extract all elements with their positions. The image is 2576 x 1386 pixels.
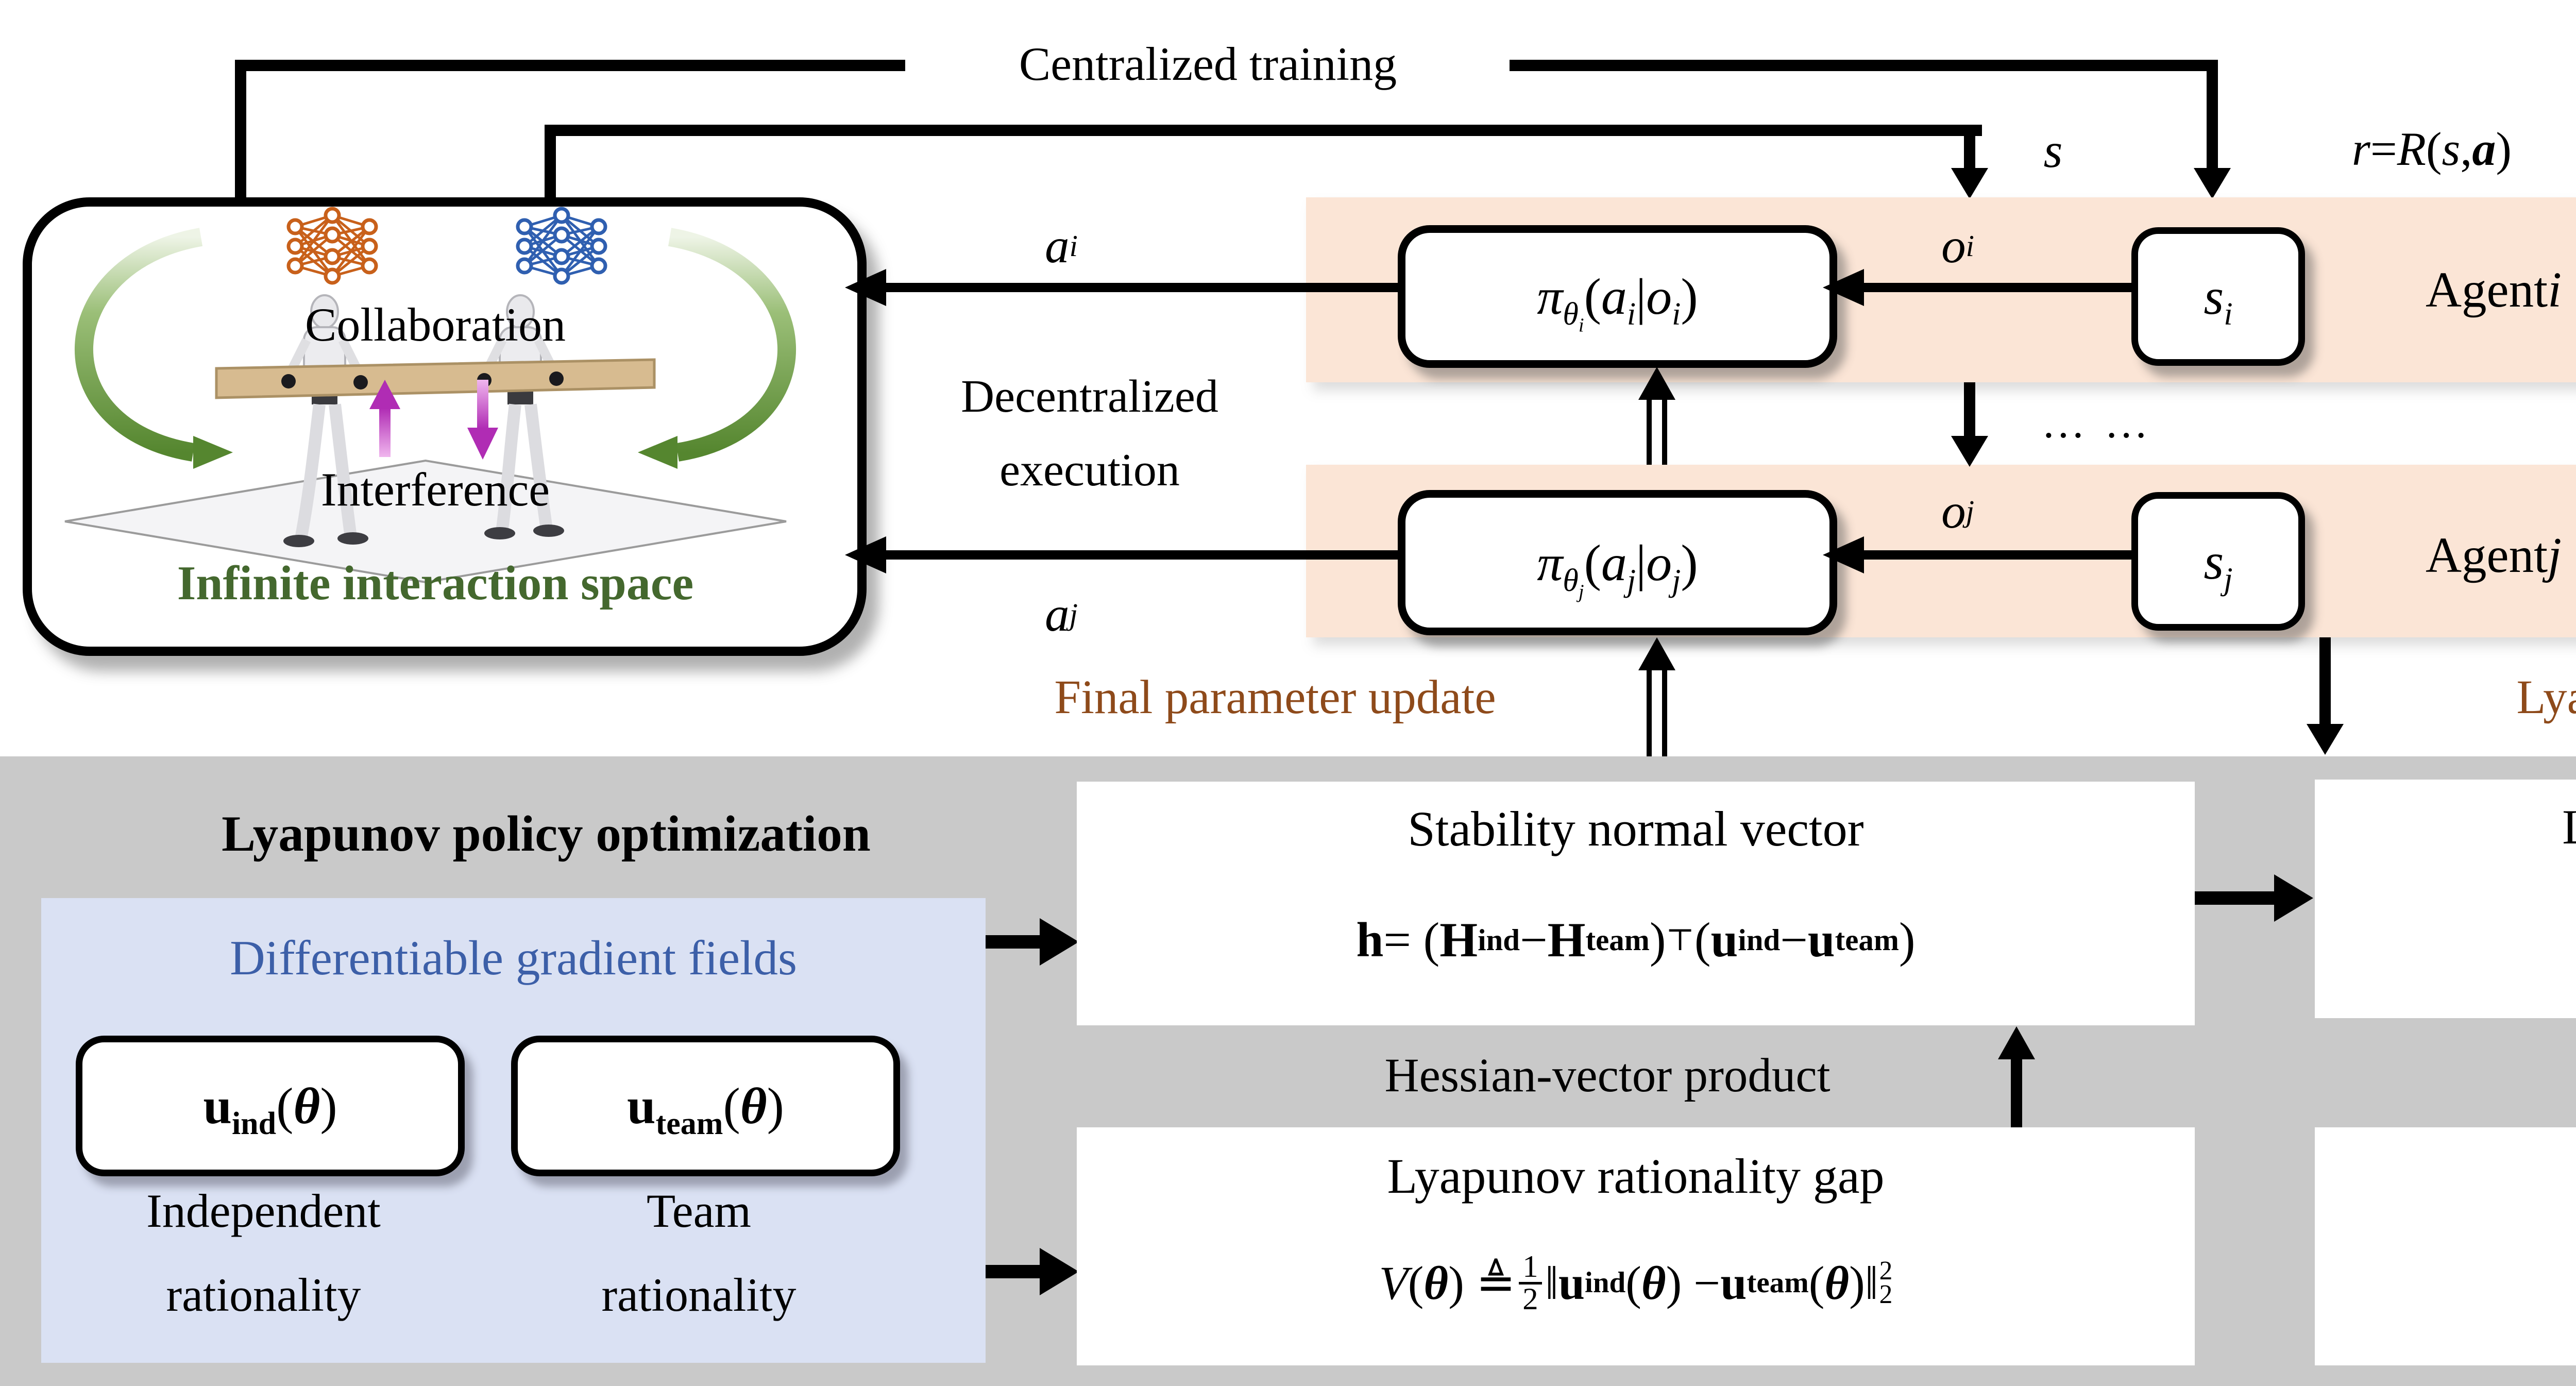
obs-j-arrowhead	[1823, 536, 1864, 573]
state-i-box: si	[2131, 227, 2305, 366]
nn-icon-blue	[516, 207, 607, 285]
team-caption-line1: Team	[646, 1184, 751, 1237]
u-ind-formula: uind(θ)	[203, 1077, 337, 1141]
update-arrow-mid-line-a	[1647, 396, 1652, 465]
state-pass-arrow-line	[1964, 382, 1975, 438]
green-cycle-right	[668, 228, 796, 462]
agent-j-label: Agent j	[2425, 527, 2562, 583]
to-bottom-arrow-line	[2319, 637, 2331, 726]
agents-dots-label: … …	[2041, 399, 2153, 448]
gap-to-stability-head	[1998, 1026, 2035, 1059]
independent-caption-line2: rationality	[166, 1268, 361, 1321]
fields-to-gap-head	[1040, 1248, 1079, 1295]
reward-arrowhead	[2194, 168, 2231, 199]
gap-title: Lyapunov rationality gap	[1387, 1148, 1885, 1204]
action-i-arrowhead	[845, 269, 886, 306]
wire-centralized-right	[1510, 60, 2218, 71]
independent-caption-line1: Independent	[146, 1184, 381, 1237]
gap-panel	[1077, 1127, 2195, 1365]
u-team-box: uteam(θ)	[511, 1036, 900, 1176]
fields-to-gap-line	[986, 1265, 1045, 1278]
lyapunov-policy-opt-label: Lyapunov policy optimization	[2516, 671, 2576, 724]
green-cycle-left-head	[193, 436, 233, 469]
policy-i-box: πθi(ai|oi)	[1398, 225, 1837, 368]
decentralized-label-line2: execution	[999, 444, 1180, 496]
infinite-interaction-space-label: Infinite interaction space	[177, 556, 694, 611]
state-pass-arrowhead	[1951, 436, 1988, 467]
stability-to-constrained-head	[2274, 874, 2313, 922]
stability-title: Stability normal vector	[1408, 801, 1864, 857]
robot-left-hand-a	[281, 374, 296, 388]
state-j-value: sj	[2204, 533, 2233, 597]
wire-state-drop	[1964, 125, 1975, 170]
collaboration-label: Collaboration	[305, 298, 566, 351]
state-arrowhead	[1951, 168, 1988, 199]
centralized-training-label: Centralized training	[1019, 38, 1397, 91]
u-ind-box: uind(θ)	[76, 1036, 465, 1176]
wire-state-left-drop	[545, 125, 556, 199]
u-team-formula: uteam(θ)	[627, 1077, 784, 1141]
update-arrow-mid-line-b	[1662, 396, 1667, 465]
obs-j-arrow-line	[1862, 550, 2131, 560]
policy-j-formula: πθj(aj|oj)	[1537, 534, 1698, 602]
wire-reward-drop	[2207, 60, 2218, 170]
bottom-panel-title: Lyapunov policy optimization	[222, 805, 871, 862]
policy-j-box: πθj(aj|oj)	[1398, 490, 1837, 635]
to-bottom-arrowhead	[2307, 724, 2344, 755]
state-j-box: sj	[2131, 492, 2305, 631]
update-arrow-mid-head	[1638, 367, 1675, 400]
robot-left-hand-b	[353, 375, 368, 390]
constrained-title: Lyapunov-constrained optimization	[2329, 798, 2576, 857]
wire-centralized-left	[241, 60, 905, 71]
stability-panel	[1077, 782, 2195, 1025]
policy-i-formula: πθi(ai|oi)	[1537, 268, 1698, 336]
agent-i-label: Agent i	[2425, 262, 2562, 317]
green-cycle-left	[74, 228, 203, 462]
interference-arrow-up	[369, 380, 400, 457]
constrained-formula: argmind∈ℝD 12‖d − uind(θ)‖22	[2339, 871, 2576, 994]
action-j-arrow-line	[882, 550, 1398, 560]
state-label: s	[2043, 123, 2063, 178]
green-cycle-right-head	[638, 436, 677, 469]
stability-to-constrained-line	[2195, 891, 2277, 905]
team-caption-line2: rationality	[601, 1268, 796, 1321]
fields-to-stability-head	[1040, 918, 1079, 966]
robot-right-hand-b	[549, 371, 564, 386]
action-j-arrowhead	[845, 536, 886, 573]
action-i-arrow-line	[882, 283, 1398, 292]
projection-panel	[2315, 1127, 2576, 1365]
obs-i-arrow-line	[1862, 283, 2131, 292]
interference-arrow-down	[467, 380, 498, 460]
reward-label: r = R(s, a)	[2352, 123, 2512, 176]
nn-icon-orange	[286, 207, 378, 285]
fields-to-stability-line	[986, 935, 1045, 949]
gap-to-stability-line	[2011, 1059, 2022, 1127]
hessian-vector-label: Hessian-vector product	[1384, 1049, 1831, 1102]
decentralized-label-line1: Decentralized	[961, 370, 1218, 422]
wire-left-drop	[235, 60, 246, 199]
gradient-fields-title: Differentiable gradient fields	[230, 931, 797, 986]
projection-title: Analytic closed-form projection	[2339, 1147, 2576, 1206]
state-i-value: si	[2204, 268, 2233, 332]
final-update-arrowhead	[1638, 637, 1675, 670]
constrained-panel	[2315, 780, 2576, 1018]
final-parameter-update-label: Final parameter update	[1054, 671, 1496, 724]
plank	[215, 358, 656, 399]
obs-i-arrowhead	[1823, 269, 1864, 306]
projection-formula: λ* ← max(0, ψ /(|h|22 + ϵ)), d* = uind −…	[2326, 1242, 2576, 1329]
final-update-arrow-line-b	[1662, 666, 1667, 756]
interference-label: Interference	[320, 463, 550, 516]
final-update-arrow-line-a	[1647, 666, 1652, 756]
interaction-illustration	[64, 228, 796, 584]
wire-state	[545, 125, 1982, 136]
